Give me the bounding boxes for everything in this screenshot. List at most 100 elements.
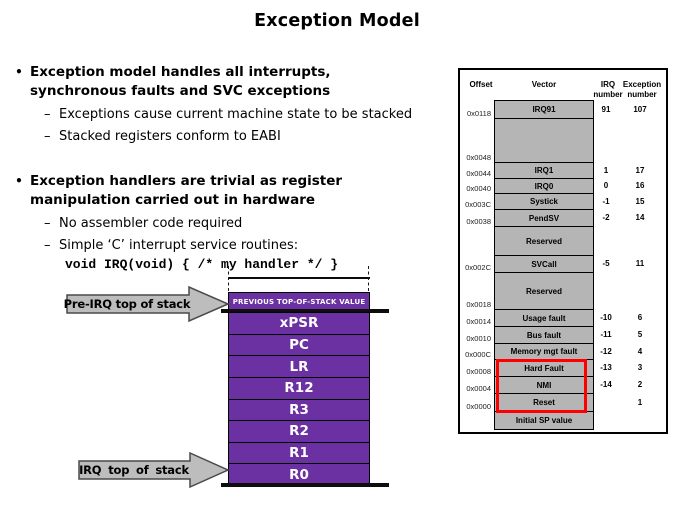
offset-label: 0x0040 xyxy=(466,184,491,193)
dash-marker xyxy=(44,126,59,148)
irq-number-value: 91 xyxy=(601,104,611,114)
offset-label: 0x000C xyxy=(465,350,491,359)
irq-number-value: -10 xyxy=(600,313,612,322)
irq-number-value: -1 xyxy=(602,196,610,206)
offset-label: 0x0004 xyxy=(466,384,491,393)
exception-number-value: 1 xyxy=(637,397,643,407)
exception-number-value: 4 xyxy=(637,346,643,356)
irq-number-value: -12 xyxy=(600,346,612,356)
core-exceptions-highlight-box xyxy=(496,359,587,413)
stack-register-cell: R2 xyxy=(228,420,370,443)
offset-label: 0x0044 xyxy=(466,169,491,178)
irq-number-value: 0 xyxy=(603,181,609,190)
bullet-text: Exception handlers are trivial as regist… xyxy=(30,172,342,209)
sub-bullet-text: No assembler code required xyxy=(59,216,243,231)
bullet-item: Exception model handles all interrupts, … xyxy=(8,63,453,100)
dash-marker xyxy=(44,213,59,235)
column-header-vector: Vector xyxy=(531,80,557,89)
exception-number-value: 5 xyxy=(637,330,643,339)
offset-label: 0x0048 xyxy=(466,153,491,162)
bullet-line: synchronous faults and SVC exceptions xyxy=(30,82,331,99)
bullet-group-exception-model: Exception model handles all interrupts, … xyxy=(8,63,453,147)
irq-number-value: 1 xyxy=(603,165,609,175)
bullet-line: Exception model handles all interrupts, xyxy=(30,64,331,80)
stack-register-cell: R3 xyxy=(228,398,370,422)
vector-cell: Bus fault xyxy=(494,326,594,344)
bullet-marker xyxy=(8,63,30,100)
vector-cell: Reserved xyxy=(494,272,594,310)
offset-label: 0x0038 xyxy=(466,217,491,226)
irq-arrow-icon xyxy=(78,451,230,489)
bullet-line: Exception handlers are trivial as regist… xyxy=(30,173,343,189)
bullet-marker xyxy=(8,172,30,209)
offset-label: 0x002C xyxy=(465,263,491,272)
bullet-item: Exception handlers are trivial as regist… xyxy=(8,172,453,209)
vector-cell: IRQ1 xyxy=(494,162,594,179)
stack-register-cell: PC xyxy=(228,333,370,357)
exception-number-value: 14 xyxy=(635,213,645,222)
bracket-line xyxy=(229,277,370,279)
stack-bottom-line xyxy=(221,483,389,487)
column-header-offset: Offset xyxy=(469,80,493,89)
offset-label: 0x0014 xyxy=(466,317,491,326)
bullet-group-exception-handlers: Exception handlers are trivial as regist… xyxy=(8,172,453,272)
sub-bullet: No assembler code required xyxy=(44,213,453,235)
exception-number-value: 16 xyxy=(635,181,645,190)
offset-label: 0x0008 xyxy=(466,367,491,376)
vector-cell: Memory mgt fault xyxy=(494,343,594,360)
vector-table: Offset Vector IRQ number Exception numbe… xyxy=(458,68,668,434)
exception-number-value: 3 xyxy=(637,363,643,372)
offset-label: 0x003C xyxy=(465,200,491,209)
offset-label: 0x0018 xyxy=(466,300,491,309)
stack-register-cell: LR xyxy=(228,355,370,378)
vector-cell: SVCall xyxy=(494,255,594,273)
stack-top-line xyxy=(221,309,389,313)
code-snippet: void IRQ(void) { /* my handler */ } xyxy=(65,257,339,272)
vector-cell: IRQ0 xyxy=(494,178,594,194)
offset-label: 0x0000 xyxy=(466,402,491,411)
sub-bullet-text: Stacked registers conform to EABI xyxy=(59,128,281,144)
vector-cell: Initial SP value xyxy=(494,411,594,430)
sub-bullet-text: Simple ‘C’ interrupt service routines: xyxy=(59,237,299,253)
irq-number-value: -11 xyxy=(600,330,612,339)
exception-number-value: 107 xyxy=(633,104,647,114)
sub-bullets: No assembler code required Simple ‘C’ in… xyxy=(44,213,453,256)
sub-bullets: Exceptions cause current machine state t… xyxy=(44,104,453,147)
page-title: Exception Model xyxy=(254,11,420,31)
sub-bullet: Exceptions cause current machine state t… xyxy=(44,104,453,126)
offset-label: 0x0010 xyxy=(466,334,491,343)
exception-number-value: 11 xyxy=(635,259,645,268)
irq-arrow-label: IRQ top of stack xyxy=(79,463,189,477)
pre-irq-arrow-label: Pre-IRQ top of stack xyxy=(63,297,191,311)
vector-cell xyxy=(494,118,594,163)
column-header-exception-number: Exception number xyxy=(622,80,662,99)
sub-bullet: Stacked registers conform to EABI xyxy=(44,126,453,148)
column-header-irq-number: IRQ number xyxy=(593,80,623,99)
exception-number-value: 17 xyxy=(635,165,645,175)
dash-marker xyxy=(44,104,59,126)
sub-bullet-text: Exceptions cause current machine state t… xyxy=(59,107,413,122)
offset-label: 0x0118 xyxy=(466,109,491,118)
exception-number-value: 6 xyxy=(637,313,643,322)
irq-number-value: -14 xyxy=(600,380,612,389)
exception-number-value: 2 xyxy=(637,380,643,389)
irq-number-value: -2 xyxy=(602,213,610,222)
vector-cell: Reserved xyxy=(494,226,594,256)
bullet-line: manipulation carried out in hardware xyxy=(30,191,316,208)
exception-number-value: 15 xyxy=(635,196,645,206)
stack-register-cell: R1 xyxy=(228,441,370,465)
stack-register-cell: R12 xyxy=(228,376,370,400)
sub-bullet: Simple ‘C’ interrupt service routines: xyxy=(44,235,453,257)
vector-cell: IRQ91 xyxy=(494,100,594,119)
bullet-text: Exception model handles all interrupts, … xyxy=(30,63,331,100)
vector-cell: Usage fault xyxy=(494,309,594,327)
bracket-dash-right xyxy=(368,266,369,291)
vector-cell: Systick xyxy=(494,193,594,210)
irq-number-value: -5 xyxy=(602,259,610,268)
irq-number-value: -13 xyxy=(600,363,612,372)
bracket-dash-left xyxy=(228,266,229,291)
stack-register-cell: xPSR xyxy=(228,312,370,335)
